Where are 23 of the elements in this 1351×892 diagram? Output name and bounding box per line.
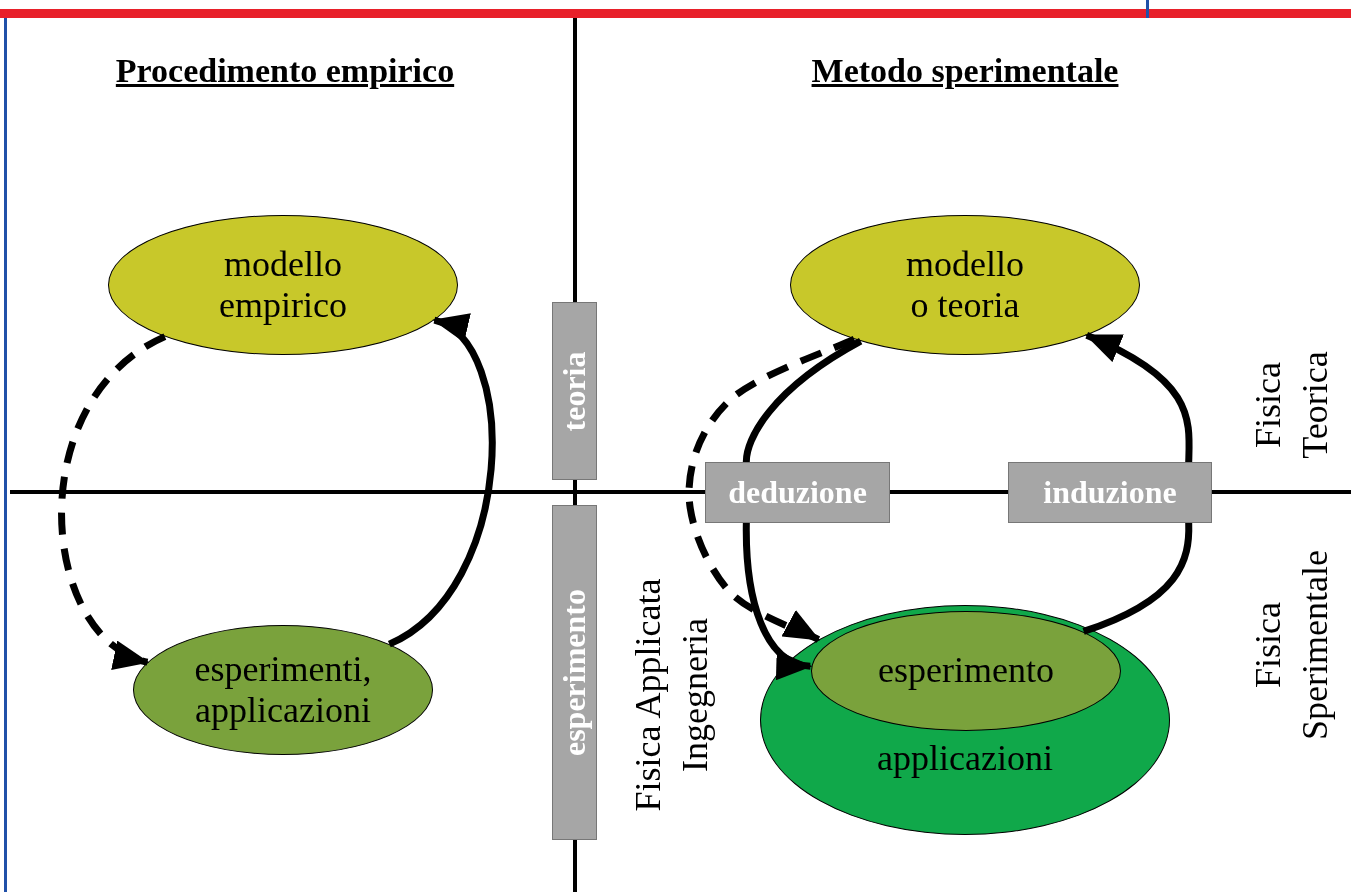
axis-label: Fisica Sperimentale <box>1247 549 1336 742</box>
node-label: modello empirico <box>218 243 348 327</box>
section-heading: Metodo sperimentale <box>811 52 1119 90</box>
box-label: teoria <box>556 351 593 431</box>
node-label: applicazioni <box>876 737 1054 779</box>
node-label: esperimento <box>878 650 1054 692</box>
box-label: deduzione <box>728 474 867 511</box>
arrow <box>685 336 856 643</box>
arrow <box>1084 332 1193 463</box>
label-box <box>1008 462 1212 523</box>
section-heading: Procedimento empirico <box>115 52 455 90</box>
arrow <box>742 522 813 677</box>
node-label: modello o teoria <box>905 243 1025 327</box>
box-label: esperimento <box>556 588 593 757</box>
node-label: esperimenti, applicazioni <box>193 648 373 732</box>
box-label: induzione <box>1043 474 1177 511</box>
connector-line <box>1082 523 1193 635</box>
axis-label: Fisica Teorica <box>1247 350 1336 461</box>
label-box <box>705 462 890 523</box>
connector-line <box>742 338 863 463</box>
label-box <box>552 302 597 480</box>
label-box <box>552 505 597 840</box>
axis-label: Fisica Applicata Ingegneria <box>627 577 716 814</box>
